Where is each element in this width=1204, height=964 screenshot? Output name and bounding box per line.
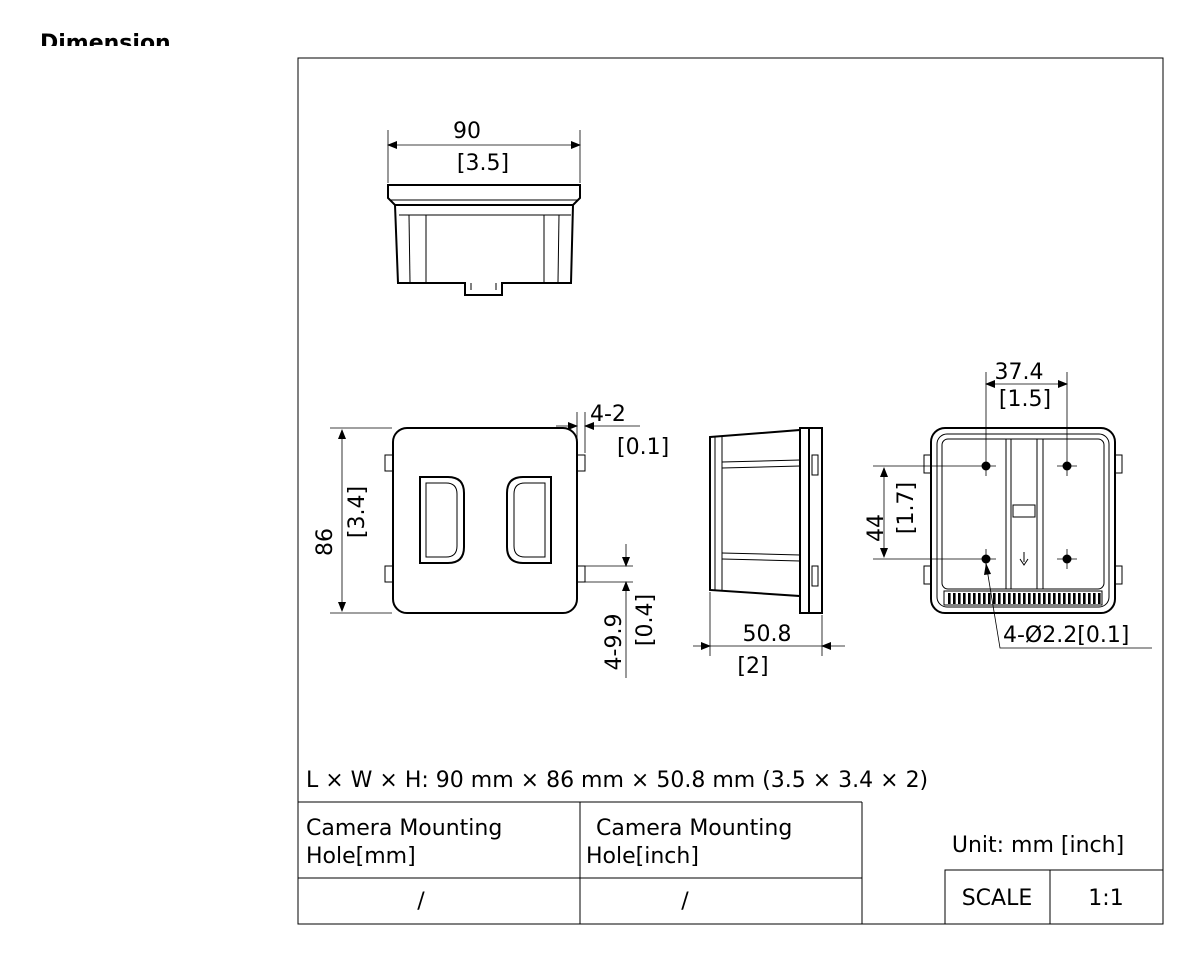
overall-dimensions: L × W × H: 90 mm × 86 mm × 50.8 mm (3.5 … (306, 768, 928, 793)
vent-slat (1028, 593, 1031, 604)
back-hole-x-inch: [1.5] (999, 387, 1051, 412)
col2-value: / (681, 889, 689, 914)
unit-note: Unit: mm [inch] (952, 833, 1124, 858)
vent-slat (1073, 593, 1076, 604)
vent-slat (1068, 593, 1071, 604)
vent-slat (973, 593, 976, 604)
vent-slat (1063, 593, 1066, 604)
col2-header-line2: Hole[inch] (586, 844, 699, 869)
vent-slat (1018, 593, 1021, 604)
section-title: Dimension (40, 31, 171, 56)
side-view: 50.8 [2] (693, 427, 845, 679)
vent-slat (1013, 593, 1016, 604)
top-view: 90 [3.5] (387, 119, 581, 296)
side-depth-inch: [2] (737, 654, 768, 679)
scale-label: SCALE (962, 886, 1033, 911)
vent-slat (958, 593, 961, 604)
section-heading-clip: Dimension (40, 31, 171, 56)
vent-slat (993, 593, 996, 604)
vent-slat (1083, 593, 1086, 604)
vent-slat (1048, 593, 1051, 604)
drawing-frame (297, 57, 1164, 925)
top-width-mm: 90 (453, 119, 481, 144)
vent-slat (1043, 593, 1046, 604)
col1-value: / (417, 889, 425, 914)
vent-slat (1098, 593, 1101, 604)
vent-slat (1023, 593, 1026, 604)
front-view: 86 [3.4] 4-2 [0.1] 4-9.9 [0.4] (313, 402, 669, 678)
vent-slat (968, 593, 971, 604)
vent-slat (1078, 593, 1081, 604)
front-notch-inch: [0.4] (633, 594, 658, 646)
back-hole-diameter: 4-Ø2.2[0.1] (1003, 623, 1129, 648)
title-block: Camera Mounting Hole[mm] Camera Mounting… (298, 801, 1164, 925)
vent-slat (1053, 593, 1056, 604)
vent-slat (1003, 593, 1006, 604)
back-hole-y-inch: [1.7] (894, 482, 919, 534)
col2-header-line1: Camera Mounting (596, 816, 792, 841)
col1-header-line2: Hole[mm] (306, 844, 416, 869)
col1-header-line1: Camera Mounting (306, 816, 502, 841)
vent-slat (983, 593, 986, 604)
back-hole-x-mm: 37.4 (995, 360, 1044, 385)
vent-slat (1093, 593, 1096, 604)
back-view: 37.4 [1.5] 44 [1.7] 4-Ø2.2[0.1] (864, 360, 1152, 649)
side-depth-mm: 50.8 (743, 622, 792, 647)
vent-slat (988, 593, 991, 604)
vent-slat (1008, 593, 1011, 604)
vent-slat (978, 593, 981, 604)
vent-slat (1088, 593, 1091, 604)
scale-value: 1:1 (1088, 886, 1123, 911)
vent-slat (953, 593, 956, 604)
front-height-mm: 86 (313, 528, 338, 556)
vent-grille (943, 590, 1103, 606)
top-width-inch: [3.5] (457, 151, 509, 176)
vent-slat (963, 593, 966, 604)
front-corner-inch: [0.1] (617, 435, 669, 460)
vent-slat (948, 593, 951, 604)
vent-slat (1038, 593, 1041, 604)
front-height-inch: [3.4] (345, 486, 370, 538)
vent-slat (1033, 593, 1036, 604)
back-hole-y-mm: 44 (864, 514, 889, 542)
front-corner-mm: 4-2 (590, 402, 626, 427)
front-notch-mm: 4-9.9 (602, 614, 627, 671)
vent-slat (1058, 593, 1061, 604)
vent-slat (998, 593, 1001, 604)
